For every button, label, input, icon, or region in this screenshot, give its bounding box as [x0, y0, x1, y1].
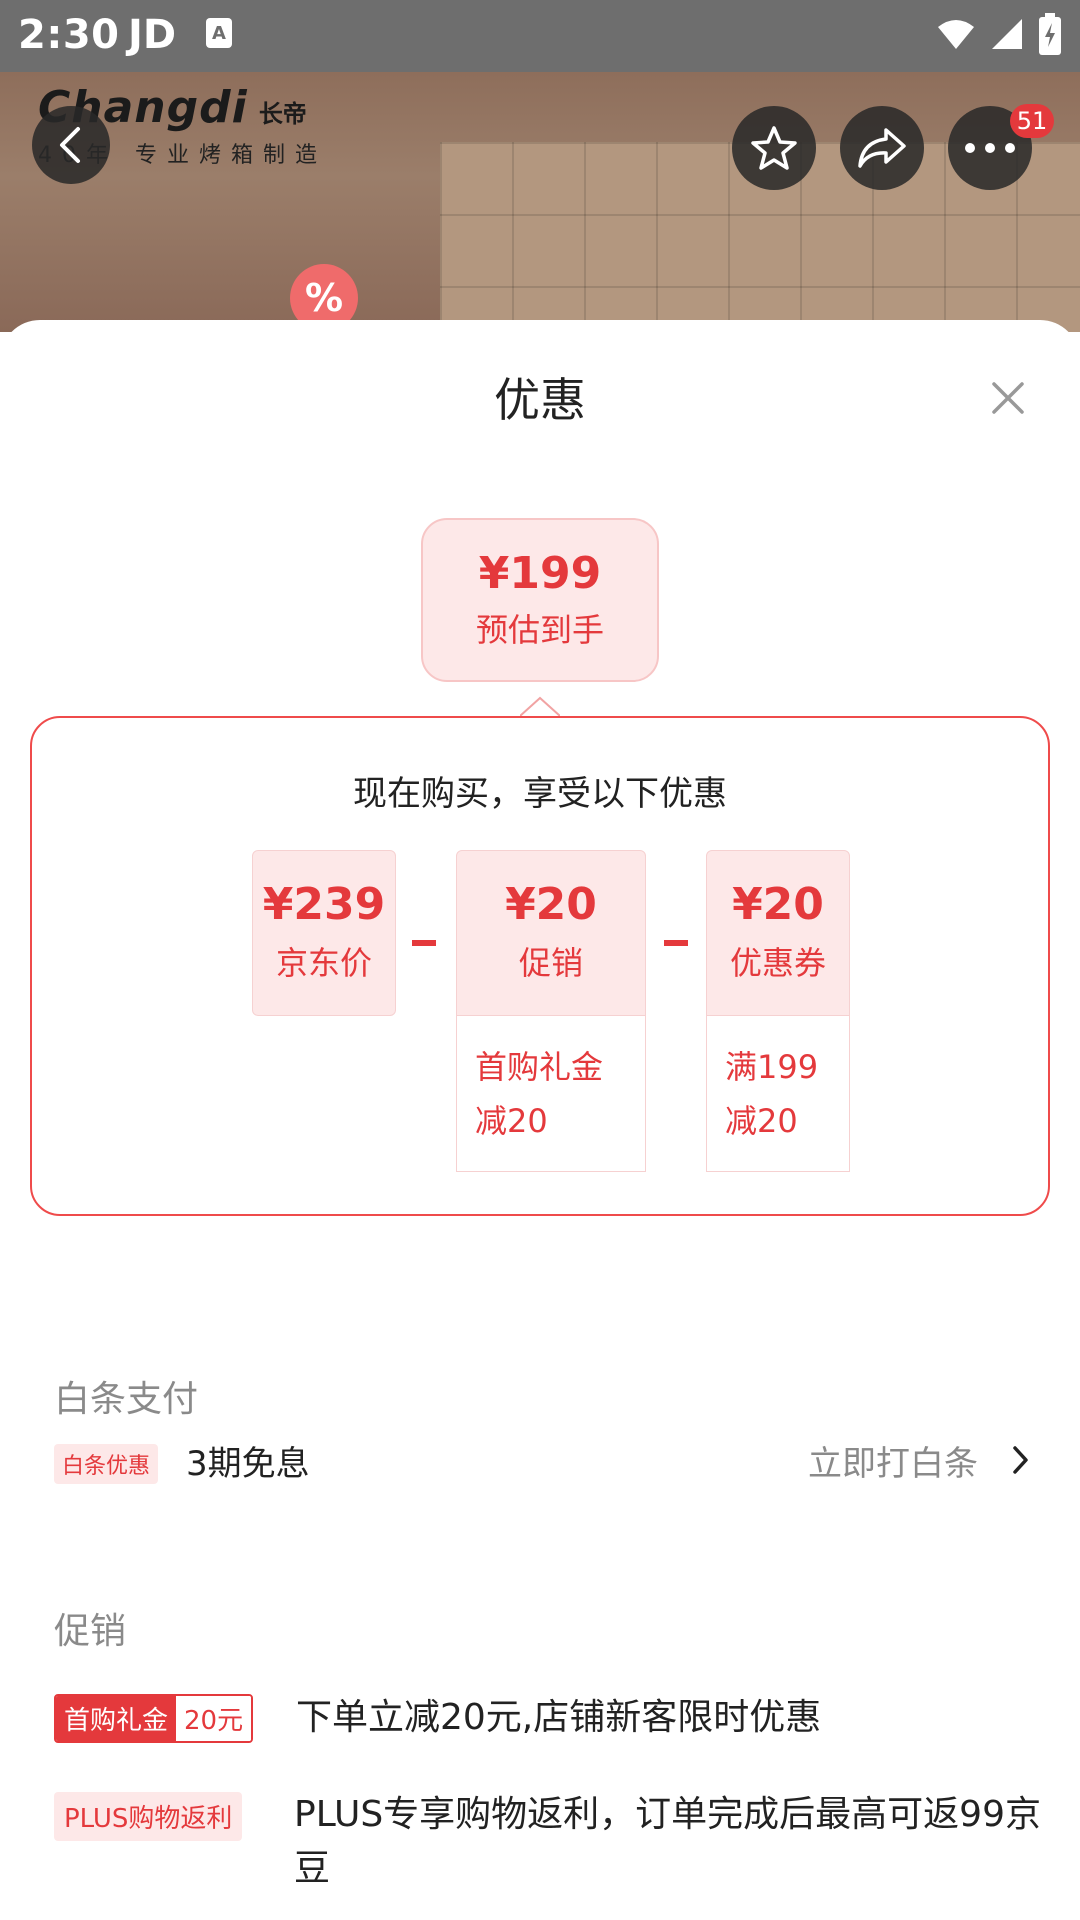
baitiao-section-title: 白条支付 — [54, 1379, 199, 1420]
more-icon — [965, 143, 1015, 153]
brand-cn: 长帝 — [258, 100, 307, 128]
discount-sheet: 优惠 ¥199 预估到手 现在购买，享受以下优惠 ¥239 京东价 ¥20 促销… — [0, 320, 1080, 1920]
pointer-caret — [520, 696, 560, 716]
star-icon — [751, 126, 797, 170]
status-time: 2:30 — [18, 12, 120, 58]
coupon-card: ¥20 优惠券 — [706, 850, 850, 1016]
minus-sign — [664, 940, 688, 946]
close-icon — [992, 382, 1024, 414]
back-arrow-icon — [60, 127, 80, 163]
estimated-price: ¥199 — [478, 548, 602, 599]
baitiao-tag: 白条优惠 — [54, 1444, 159, 1484]
more-badge: 51 — [1010, 104, 1054, 138]
close-button[interactable] — [980, 370, 1036, 426]
product-header: Changdi 长帝 40年 专业烤箱制造 % — [0, 72, 1080, 332]
status-icons — [936, 12, 1062, 60]
promotion-label: 促销 — [518, 944, 583, 982]
discount-breakdown: 现在购买，享受以下优惠 ¥239 京东价 ¥20 促销 ¥20 优惠券 首购礼金… — [30, 716, 1050, 1216]
promotion-detail-line: 减20 — [475, 1102, 548, 1140]
wifi-icon — [936, 17, 976, 55]
plus-rebate-text: PLUS专享购物返利，订单完成后最高可返99京豆 — [294, 1794, 1041, 1889]
promotion-detail: 首购礼金 减20 — [456, 1016, 646, 1172]
coupon-detail-line: 满199 — [725, 1048, 819, 1086]
baitiao-action-link[interactable]: 立即打白条 — [808, 1444, 978, 1484]
jd-price-label: 京东价 — [275, 944, 372, 982]
jd-price-amount: ¥239 — [262, 879, 386, 930]
coupon-label: 优惠券 — [729, 944, 826, 982]
battery-icon — [1038, 13, 1062, 59]
plus-rebate-row: PLUS购物返利 PLUS专享购物返利，订单完成后最高可返99京豆 — [54, 1780, 1041, 1900]
baitiao-text: 3期免息 — [186, 1444, 310, 1484]
coupon-detail: 满199 减20 — [706, 1016, 850, 1172]
baitiao-row[interactable]: 白条优惠 3期免息 立即打白条 — [54, 1430, 1034, 1498]
status-app-name: JD — [128, 12, 177, 58]
first-buy-promo-row: 首购礼金 20元 下单立减20元,店铺新客限时优惠 — [54, 1680, 1034, 1760]
sheet-title: 优惠 — [494, 373, 586, 427]
first-buy-tag: 首购礼金 20元 — [54, 1694, 254, 1743]
coupon-detail-line: 减20 — [725, 1102, 798, 1140]
first-buy-text: 下单立减20元,店铺新客限时优惠 — [296, 1697, 822, 1738]
ime-icon: A — [206, 18, 232, 48]
promotion-section-title: 促销 — [54, 1611, 127, 1652]
minus-sign — [412, 940, 436, 946]
jd-price-card: ¥239 京东价 — [252, 850, 396, 1016]
estimated-price-box: ¥199 预估到手 — [421, 518, 659, 682]
signal-icon — [990, 17, 1024, 55]
promotion-amount: ¥20 — [505, 879, 597, 930]
back-button[interactable] — [32, 106, 110, 184]
share-button[interactable] — [840, 106, 924, 190]
favorite-button[interactable] — [732, 106, 816, 190]
estimated-price-label: 预估到手 — [475, 611, 604, 649]
share-icon — [858, 128, 906, 168]
promotion-detail-line: 首购礼金 — [475, 1048, 604, 1086]
plus-rebate-tag: PLUS购物返利 — [54, 1792, 243, 1841]
coupon-amount: ¥20 — [732, 879, 824, 930]
promotion-card: ¥20 促销 — [456, 850, 646, 1016]
chevron-right-icon — [1013, 1446, 1028, 1474]
discount-heading: 现在购买，享受以下优惠 — [353, 774, 727, 814]
product-image-background — [440, 142, 1080, 332]
status-bar: 2:30 JD A — [0, 0, 1080, 72]
first-buy-tag-right: 20元 — [176, 1696, 252, 1741]
first-buy-tag-left: 首购礼金 — [56, 1696, 177, 1741]
